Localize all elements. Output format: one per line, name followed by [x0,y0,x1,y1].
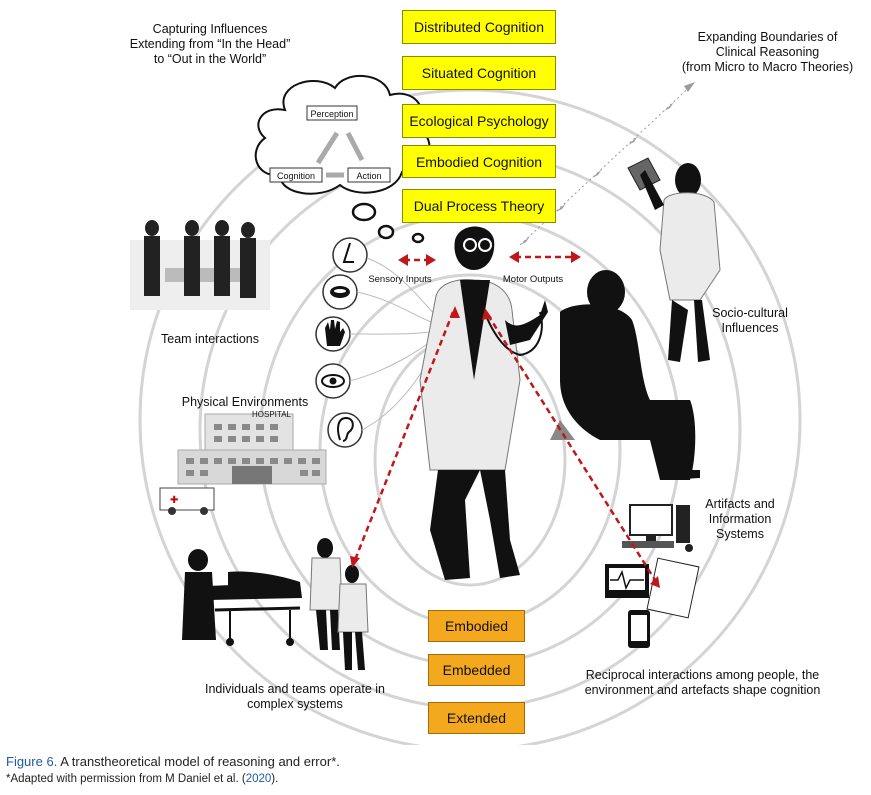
action-box [347,167,391,183]
diagram: ✚ [115,10,865,745]
team-interactions-illustration [130,220,270,310]
svg-text:✚: ✚ [170,495,178,506]
cloud-perception-label: Perception [310,109,354,119]
individuals-line-1: Individuals and teams operate in [205,682,385,696]
perception-box [306,105,358,121]
footnote-text: *Adapted with permission from M Daniel e… [6,773,246,785]
artifacts-line-2: Information [708,512,772,526]
box-label: Situated Cognition [421,65,537,81]
box-label: Embodied Cognition [415,153,543,170]
box-situated-cognition: Situated Cognition [402,56,556,90]
footnote-year-link[interactable]: 2020 [245,773,272,785]
expanding-boundaries-label: Expanding Boundaries of Clinical Reasoni… [670,30,865,75]
seated-patient-figure [550,270,700,480]
team-interactions-label: Team interactions [161,332,259,346]
hospital-sign: HOSPITAL [252,410,291,419]
red-arrows [353,255,657,581]
expanding-arrow-heads [520,82,695,245]
monitor [629,504,673,536]
ambulance [159,487,215,511]
right-doctor-figure [627,157,721,362]
box-label: Distributed Cognition [414,19,544,35]
socio-line-2: Influences [721,321,779,335]
figure-caption-text: A transtheoretical model of reasoning an… [57,754,340,769]
figure-caption: Figure 6. A transtheoretical model of re… [6,754,340,769]
box-label: Ecological Psychology [409,113,549,129]
thought-cloud [254,75,431,244]
chart-clipboard [646,557,700,619]
box-label: Embodied [444,618,509,634]
box-distributed-cognition: Distributed Cognition [402,10,556,44]
box-label: Embedded [442,662,511,678]
box-label: Extended [446,710,507,726]
figure-footnote: *Adapted with permission from M Daniel e… [6,773,278,785]
expanding-line-2: Clinical Reasoning [715,45,820,59]
cloud-arrow-1 [315,131,340,165]
reciprocal-interactions-label: Reciprocal interactions among people, th… [575,668,830,698]
artifacts-illustration [605,504,700,648]
footnote-end: ). [271,773,279,785]
box-embodied: Embodied [428,610,525,642]
pc-tower [676,505,690,543]
socio-cultural-label: Socio-cultural Influences [700,306,800,336]
capturing-line-2: Extending from “In the Head” [129,37,291,51]
box-embedded: Embedded [428,654,525,686]
box-ecological-psychology: Ecological Psychology [402,104,556,138]
box-embodied-cognition: Embodied Cognition [402,145,556,178]
capturing-line-3: to “Out in the World” [153,52,267,66]
artifacts-label: Artifacts and Information Systems [695,497,785,542]
stretcher-team-illustration [182,538,369,670]
capturing-influences-label: Capturing Influences Extending from “In … [115,22,305,67]
reciprocal-line-1: Reciprocal interactions among people, th… [585,668,820,682]
individuals-teams-label: Individuals and teams operate in complex… [190,682,400,712]
diagram-graphics: ✚ [130,75,802,745]
socio-line-1: Socio-cultural [712,306,788,320]
motor-outputs-label: Motor Outputs [502,274,564,285]
expanding-line-3: (from Micro to Macro Theories) [681,60,854,74]
cloud-arrow-2 [345,131,365,162]
nose-icon [332,237,368,273]
cloud-action-label: Action [356,171,382,181]
figure-number: Figure 6. [6,754,58,769]
sense-icons [315,237,441,448]
box-extended: Extended [428,702,525,734]
red-arrowheads [350,251,660,588]
hospital-illustration: ✚ [159,413,327,515]
physical-environments-label: Physical Environments [181,395,309,409]
cognition-box [269,167,323,183]
capturing-line-1: Capturing Influences [152,22,268,36]
box-dual-process-theory: Dual Process Theory [402,189,556,223]
artifacts-line-3: Systems [716,527,764,541]
cloud-cognition-label: Cognition [276,171,316,181]
expanding-line-1: Expanding Boundaries of [697,30,838,44]
sensory-inputs-label: Sensory Inputs [368,274,432,285]
box-label: Dual Process Theory [413,198,545,214]
central-doctor-figure [419,226,548,580]
reciprocal-line-2: environment and artefacts shape cognitio… [584,683,821,697]
artifacts-line-1: Artifacts and [705,497,775,511]
individuals-line-2: complex systems [247,697,343,711]
